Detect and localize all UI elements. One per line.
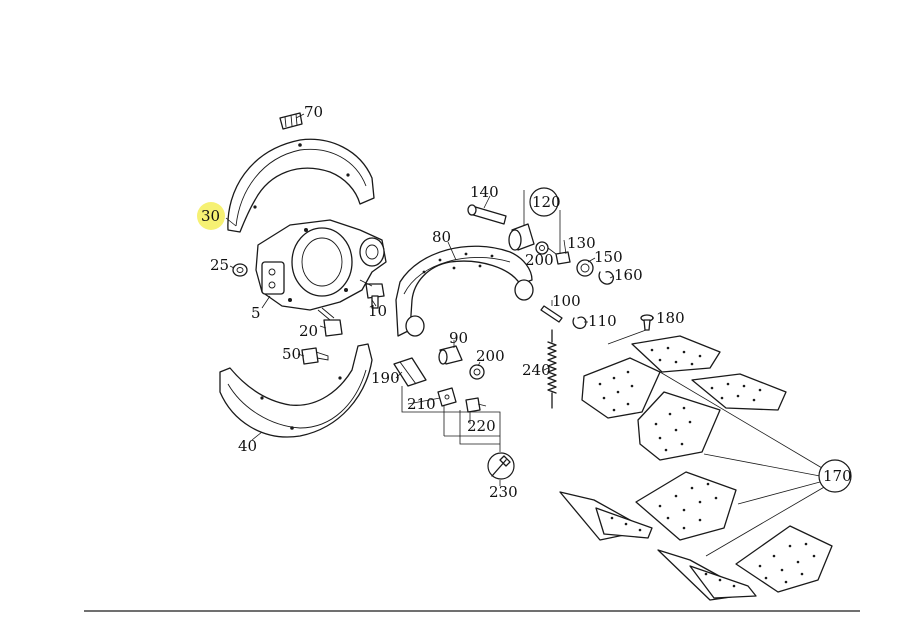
part-25-washer xyxy=(232,263,248,277)
callout-210[interactable]: 210 xyxy=(407,395,436,413)
callout-25[interactable]: 25 xyxy=(210,256,229,274)
callout-10[interactable]: 10 xyxy=(368,302,387,320)
part-90-sleeve xyxy=(438,345,463,365)
part-200-washer-upper xyxy=(535,241,549,255)
callout-70[interactable]: 70 xyxy=(304,103,323,121)
callout-labels: 70 30 25 5 10 20 50 40 80 140 120 130 20… xyxy=(201,103,852,501)
part-200-washer-lower xyxy=(469,364,485,380)
part-40-lower-shield xyxy=(219,343,373,438)
callout-220[interactable]: 220 xyxy=(467,417,496,435)
leader-lines xyxy=(225,113,827,557)
part-180-rivet xyxy=(640,314,654,331)
part-70-clip xyxy=(279,112,303,130)
part-210-plate xyxy=(437,387,457,407)
callout-180[interactable]: 180 xyxy=(656,309,685,327)
callout-circles xyxy=(197,187,852,493)
callout-50[interactable]: 50 xyxy=(282,345,301,363)
callout-140[interactable]: 140 xyxy=(470,183,499,201)
part-10-bolt xyxy=(359,279,385,309)
part-50-bolt xyxy=(301,347,329,365)
part-170-brake-linings xyxy=(559,335,833,601)
callout-110[interactable]: 110 xyxy=(588,312,617,330)
part-230-tool xyxy=(487,452,515,480)
callout-230[interactable]: 230 xyxy=(489,483,518,501)
part-220-bolt xyxy=(465,397,487,413)
callout-80[interactable]: 80 xyxy=(432,228,451,246)
callout-190[interactable]: 190 xyxy=(371,369,400,387)
part-160-circlip xyxy=(598,270,614,285)
lining-rivet-holes xyxy=(598,346,816,588)
part-150-ring xyxy=(576,259,594,277)
part-5-brake-carrier xyxy=(255,219,387,311)
callout-170[interactable]: 170 xyxy=(823,467,852,485)
callout-160[interactable]: 160 xyxy=(614,266,643,284)
part-190-bolt xyxy=(393,357,427,387)
part-100-pin xyxy=(540,305,563,323)
callout-40[interactable]: 40 xyxy=(238,437,257,455)
part-240-spring xyxy=(547,329,557,409)
callout-200-lower[interactable]: 200 xyxy=(476,347,505,365)
callout-150[interactable]: 150 xyxy=(594,248,623,266)
part-20-bolt xyxy=(317,307,343,337)
callout-130[interactable]: 130 xyxy=(567,234,596,252)
part-110-circlip xyxy=(572,316,587,330)
callout-200-upper[interactable]: 200 xyxy=(525,251,554,269)
part-80-brake-shoe xyxy=(395,245,534,337)
callout-5[interactable]: 5 xyxy=(251,304,261,322)
callout-90[interactable]: 90 xyxy=(449,329,468,347)
assembly-bracket-lines xyxy=(401,386,501,452)
part-140-pin xyxy=(467,204,507,225)
callout-20[interactable]: 20 xyxy=(299,322,318,340)
part-130-roller xyxy=(555,251,571,265)
callout-240[interactable]: 240 xyxy=(522,361,551,379)
callout-30[interactable]: 30 xyxy=(201,207,220,225)
part-120-bushing xyxy=(508,223,535,251)
callout-100[interactable]: 100 xyxy=(552,292,581,310)
callout-120[interactable]: 120 xyxy=(532,193,561,211)
part-30-upper-shield xyxy=(227,138,375,233)
